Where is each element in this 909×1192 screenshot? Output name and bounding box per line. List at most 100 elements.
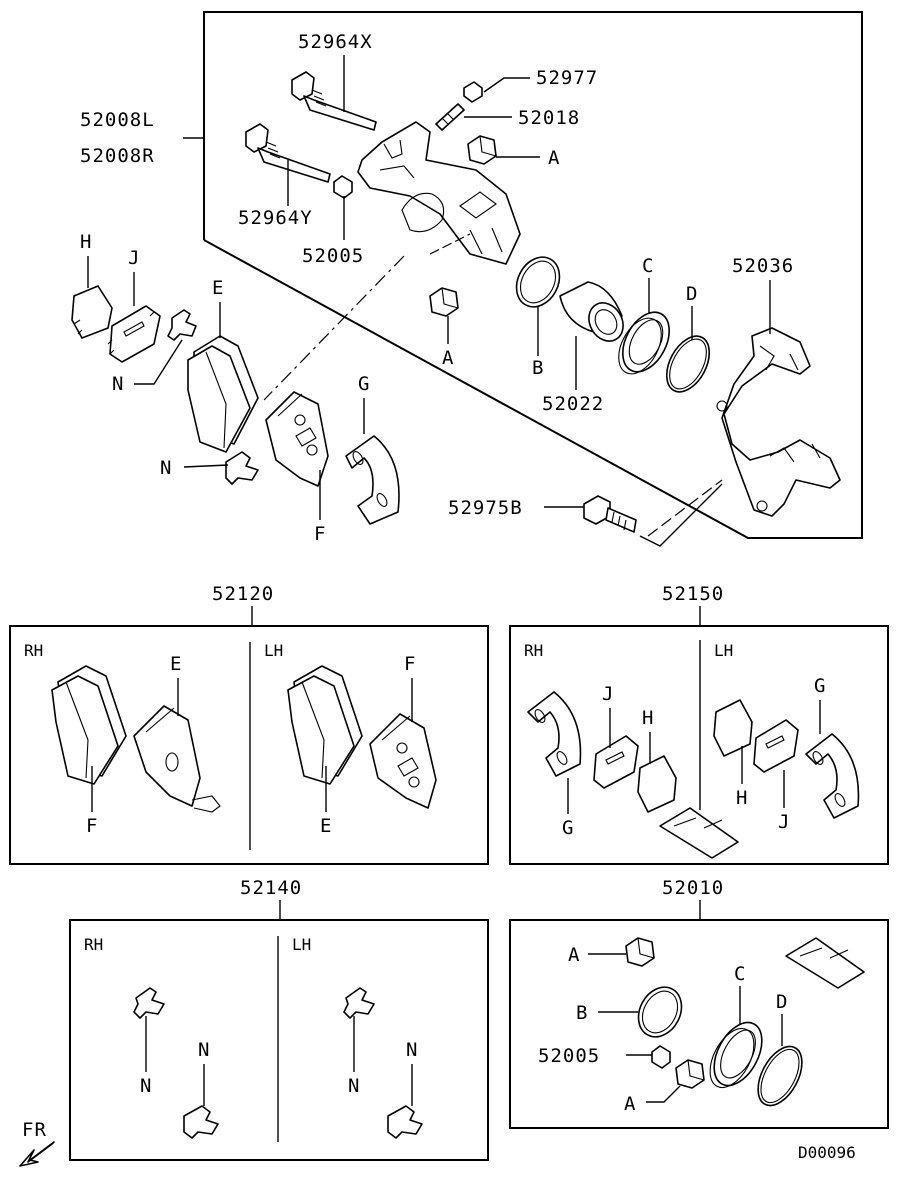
- callout-a-top: A: [548, 147, 560, 169]
- diagram-id: D00096: [798, 1143, 856, 1162]
- kit-52140-rh-clip-lower: [183, 1105, 219, 1139]
- kit-52120-lh-e: E: [320, 815, 332, 837]
- assembly-number-right: 52008R: [80, 145, 155, 167]
- kit-52140-lh-clip-upper: [343, 987, 375, 1019]
- pad-clip-upper: [167, 309, 197, 341]
- kit-52010-boot-a-top: [625, 937, 655, 967]
- callout-a-bottom: A: [442, 347, 454, 369]
- callout-g: G: [358, 373, 370, 395]
- kit-52010-a-bottom: A: [624, 1093, 636, 1115]
- kit-52150-grease-packet: [659, 807, 739, 859]
- kit-52150-rh-j: J: [602, 683, 614, 705]
- callout-e: E: [212, 277, 224, 299]
- kit-52150-box: [509, 625, 889, 865]
- kit-52120-number: 52120: [212, 583, 274, 605]
- callout-52964Y: 52964Y: [238, 207, 313, 229]
- kit-52010-number: 52010: [662, 877, 724, 899]
- kit-52140-lh-n-upper: N: [348, 1075, 360, 1097]
- kit-52120-rh-outer-pad: [51, 665, 127, 785]
- callout-j: J: [128, 247, 140, 269]
- kit-52150-rh-shim-plate: [527, 691, 582, 777]
- callout-52018: 52018: [518, 107, 580, 129]
- o-ring: [665, 335, 711, 393]
- kit-52010-bushing: [651, 1045, 671, 1069]
- kit-52140-rh-n-lower: N: [198, 1039, 210, 1061]
- piston-seal: [515, 256, 561, 308]
- callout-h: H: [80, 231, 92, 253]
- caliper-assembly-frame: [203, 11, 863, 539]
- assembly-number-left: 52008L: [80, 109, 155, 131]
- kit-52150-lh-j: J: [778, 811, 790, 833]
- caliper-bracket: [716, 327, 841, 517]
- bleeder-screw: [435, 103, 465, 131]
- kit-52120-lh-inner-pad: [369, 713, 437, 809]
- lower-pin-bolt: [245, 123, 331, 183]
- pad-clip-lower: [225, 451, 259, 485]
- kit-52010-seal-b: [637, 986, 683, 1038]
- kit-52150-lh-inner-shim: [753, 719, 799, 773]
- kit-52140-number: 52140: [240, 877, 302, 899]
- pin-bushing: [333, 175, 353, 199]
- kit-52010-box: [509, 919, 889, 1129]
- kit-52120-box: [9, 625, 489, 865]
- kit-52120-rh-e: E: [170, 653, 182, 675]
- outer-shim-h: [71, 285, 113, 339]
- kit-52150-lh-outer-shim: [713, 699, 753, 757]
- kit-52150-rh: RH: [524, 641, 543, 660]
- piston: [559, 281, 624, 342]
- caliper-body: [357, 121, 521, 265]
- kit-52010-d: D: [776, 991, 788, 1013]
- kit-52140-box: [69, 919, 489, 1161]
- kit-52140-lh-clip-lower: [387, 1105, 423, 1139]
- bracket-bolt: [583, 495, 637, 533]
- kit-52010-boot-a-bottom: [675, 1059, 705, 1089]
- boot-a-bottom: [429, 287, 459, 317]
- callout-52005: 52005: [302, 245, 364, 267]
- inner-pad-e: [187, 335, 259, 453]
- kit-52150-lh-shim-plate: [805, 733, 860, 819]
- kit-52120-lh: LH: [264, 641, 283, 660]
- kit-52010-grease-packet: [785, 937, 865, 989]
- callout-d: D: [686, 283, 698, 305]
- kit-52150-rh-g: G: [562, 817, 574, 839]
- kit-52120-lh-outer-pad: [287, 665, 363, 785]
- kit-52150-lh-h: H: [736, 787, 748, 809]
- kit-52010-52005: 52005: [538, 1045, 600, 1067]
- inner-shim-j: [107, 305, 161, 363]
- callout-52036: 52036: [732, 255, 794, 277]
- kit-52150-lh-g: G: [814, 675, 826, 697]
- bleeder-cap: [463, 81, 483, 103]
- kit-52140-rh-n-upper: N: [140, 1075, 152, 1097]
- boot-a-top: [467, 135, 497, 165]
- kit-52150-rh-h: H: [642, 707, 654, 729]
- kit-52150-rh-inner-shim: [593, 735, 639, 789]
- kit-52010-ring-d: [757, 1045, 803, 1107]
- upper-pin-bolt: [291, 71, 377, 131]
- shim-plate-g: [345, 435, 400, 525]
- kit-52150-rh-outer-shim: [637, 755, 677, 813]
- callout-n-upper: N: [112, 373, 124, 395]
- kit-52010-a-top: A: [568, 944, 580, 966]
- dust-boot: [618, 311, 670, 375]
- outer-pad-f: [265, 391, 329, 487]
- kit-52140-rh-clip-upper: [133, 987, 165, 1019]
- kit-52010-dust-boot: [709, 1021, 763, 1089]
- callout-f: F: [314, 523, 326, 545]
- callout-n-lower: N: [160, 457, 172, 479]
- kit-52010-b: B: [576, 1002, 588, 1024]
- kit-52120-lh-f: F: [404, 653, 416, 675]
- kit-52140-lh-n-lower: N: [406, 1039, 418, 1061]
- callout-52964X: 52964X: [298, 31, 373, 53]
- kit-52150-lh: LH: [714, 641, 733, 660]
- kit-52010-c: C: [734, 963, 746, 985]
- kit-52120-rh-f: F: [86, 815, 98, 837]
- front-direction-label: FR: [22, 1119, 47, 1141]
- callout-52977: 52977: [536, 67, 598, 89]
- callout-52975B: 52975B: [448, 497, 523, 519]
- kit-52120-rh-inner-pad: [133, 705, 221, 813]
- kit-52140-lh: LH: [292, 935, 311, 954]
- front-direction-arrow-icon: [19, 1141, 55, 1167]
- callout-52022: 52022: [542, 393, 604, 415]
- callout-c: C: [642, 255, 654, 277]
